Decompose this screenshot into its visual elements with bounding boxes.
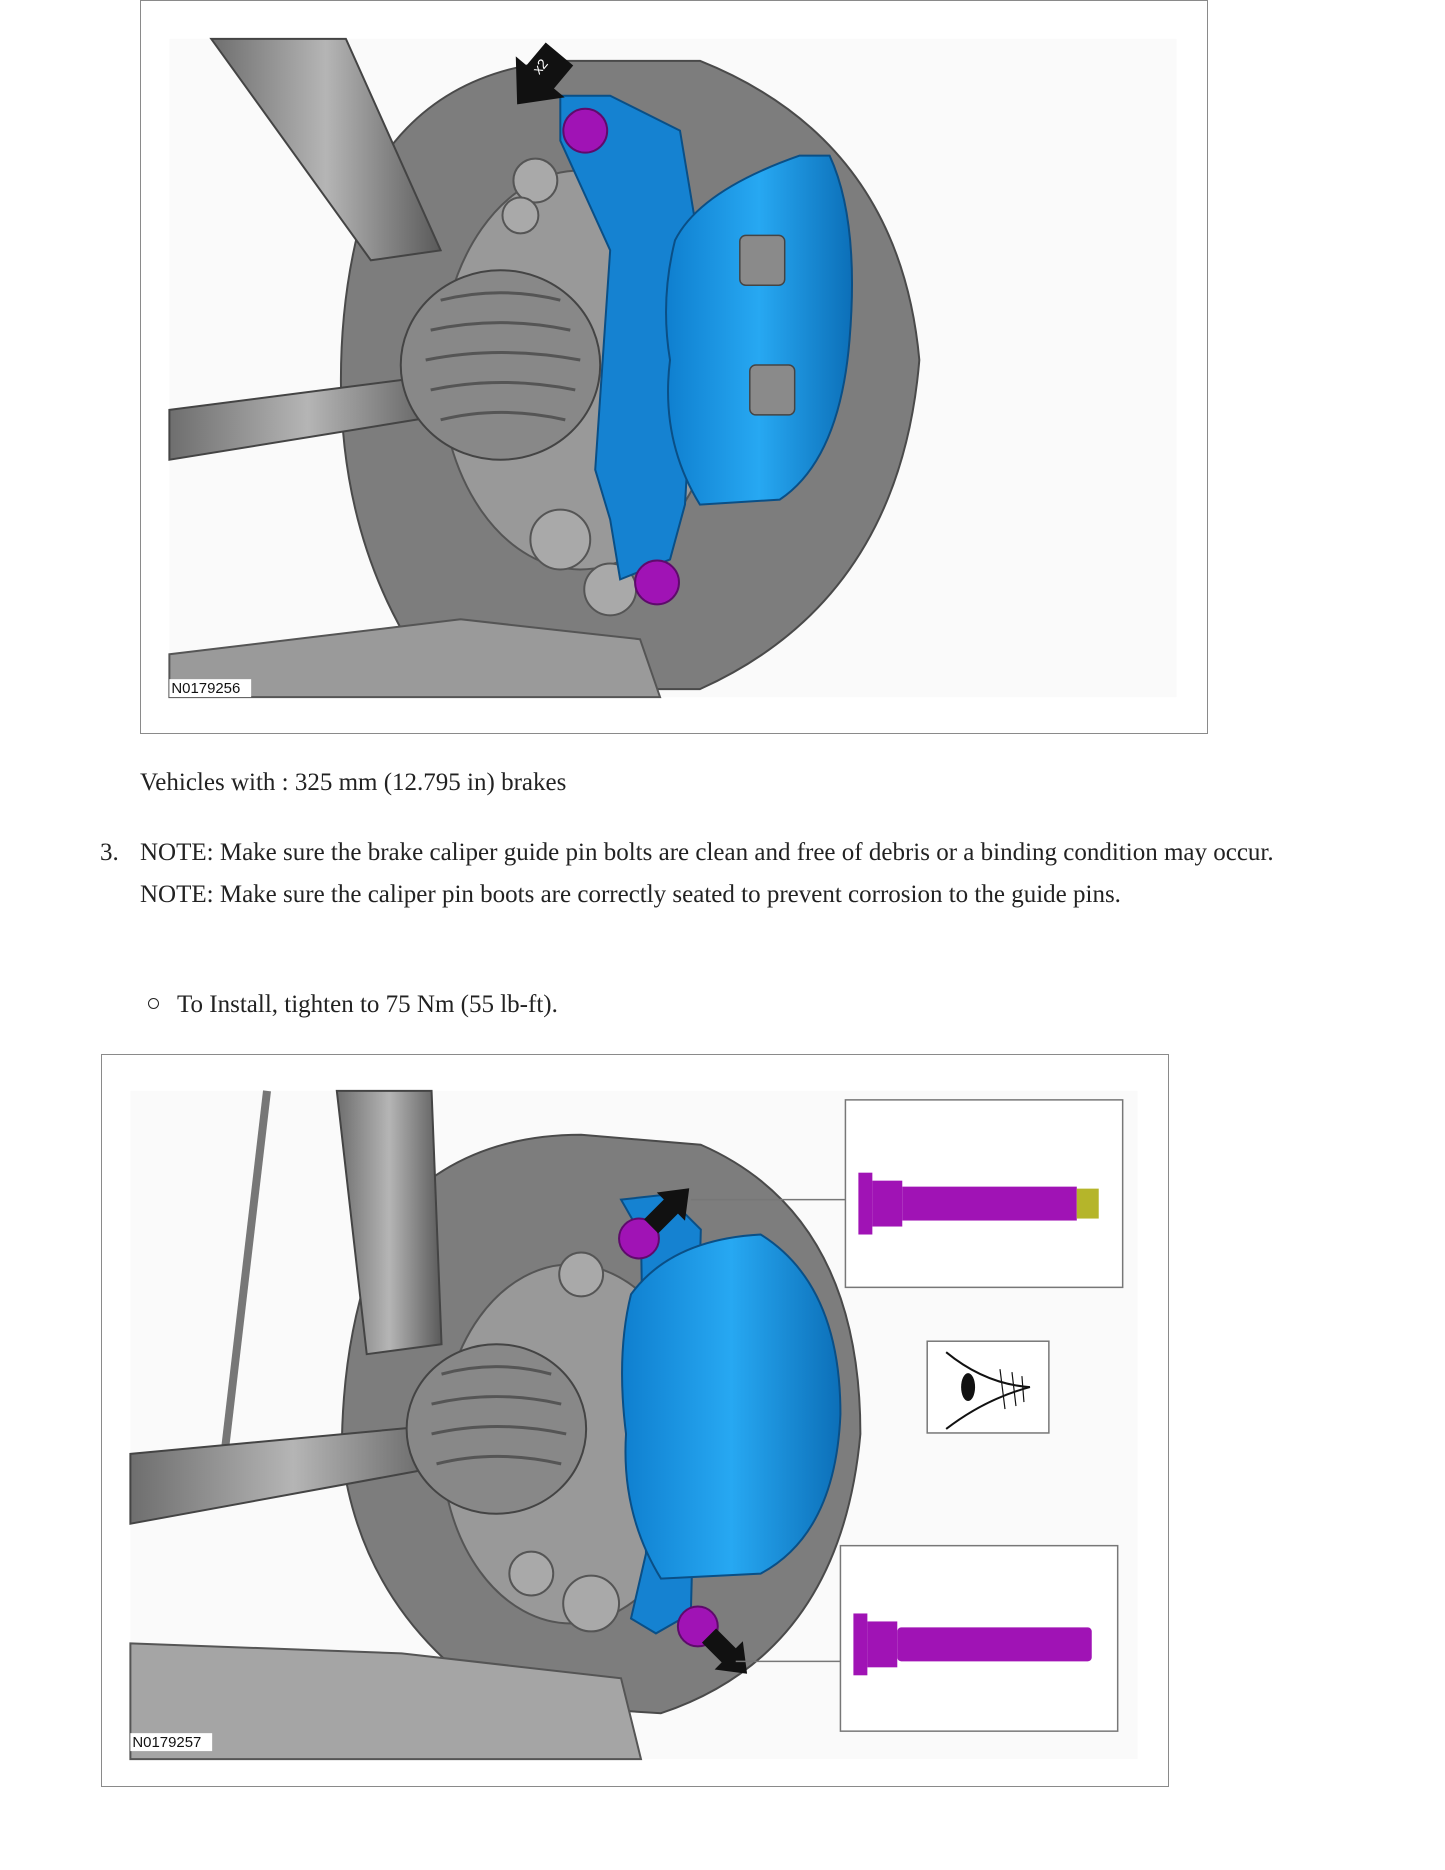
id-label-bg	[169, 679, 252, 698]
note-pin-boots: NOTE: Make sure the caliper pin boots ar…	[140, 881, 1121, 908]
note-guide-pin-bolts: NOTE: Make sure the brake caliper guide …	[140, 839, 1274, 866]
guide-bolts	[562, 107, 680, 606]
arrow-icon: x2	[515, 42, 574, 105]
upper-guide-bolt	[562, 107, 609, 154]
strut	[209, 37, 443, 262]
caliper-windows	[739, 234, 796, 416]
lower-guide-bolt	[676, 1605, 719, 1648]
arrow-icon-upper	[644, 1188, 690, 1234]
inspect-eye-icon	[926, 1340, 1050, 1434]
torque-text: To Install, tighten to 75 Nm (55 lb-ft).	[177, 991, 558, 1018]
id-label-bg	[130, 1733, 213, 1752]
knuckle-bosses	[508, 1251, 621, 1633]
figure-id-label: N0179257	[132, 1734, 201, 1751]
illustration-guide-pins: N0179257	[129, 1089, 1138, 1761]
figure-guide-pin-inspection: N0179257	[101, 1054, 1169, 1787]
guide-pin-with-threads	[858, 1172, 1099, 1235]
torque-instruction: To Install, tighten to 75 Nm (55 lb-ft).	[148, 984, 558, 1026]
step-number: 3.	[100, 839, 119, 866]
upper-guide-bolt	[618, 1217, 660, 1260]
figure-caliper-bolts-325mm: x2 N0179256	[140, 0, 1208, 734]
illustration-front-brake-assembly: x2 N0179256	[168, 37, 1177, 699]
arrow-icon-lower	[701, 1628, 748, 1674]
cv-boot	[399, 269, 602, 461]
sway-bar-link	[218, 1090, 271, 1475]
guide-pin-plain	[853, 1613, 1092, 1676]
guide-bolts	[618, 1217, 719, 1648]
bullet-circle-icon	[148, 998, 159, 1009]
caliper-body	[621, 1233, 842, 1580]
figure-id-label: N0179256	[171, 680, 240, 697]
procedure-step: 3. NOTE: Make sure the brake caliper gui…	[100, 832, 1340, 916]
figure-caption: Vehicles with : 325 mm (12.795 in) brake…	[140, 769, 567, 796]
inset-lower-guide-pin	[839, 1544, 1119, 1732]
inset-upper-guide-pin	[844, 1099, 1124, 1289]
cv-boot	[405, 1343, 588, 1515]
strut	[335, 1089, 443, 1356]
caliper-body	[665, 154, 853, 506]
lower-guide-bolt	[634, 559, 680, 606]
